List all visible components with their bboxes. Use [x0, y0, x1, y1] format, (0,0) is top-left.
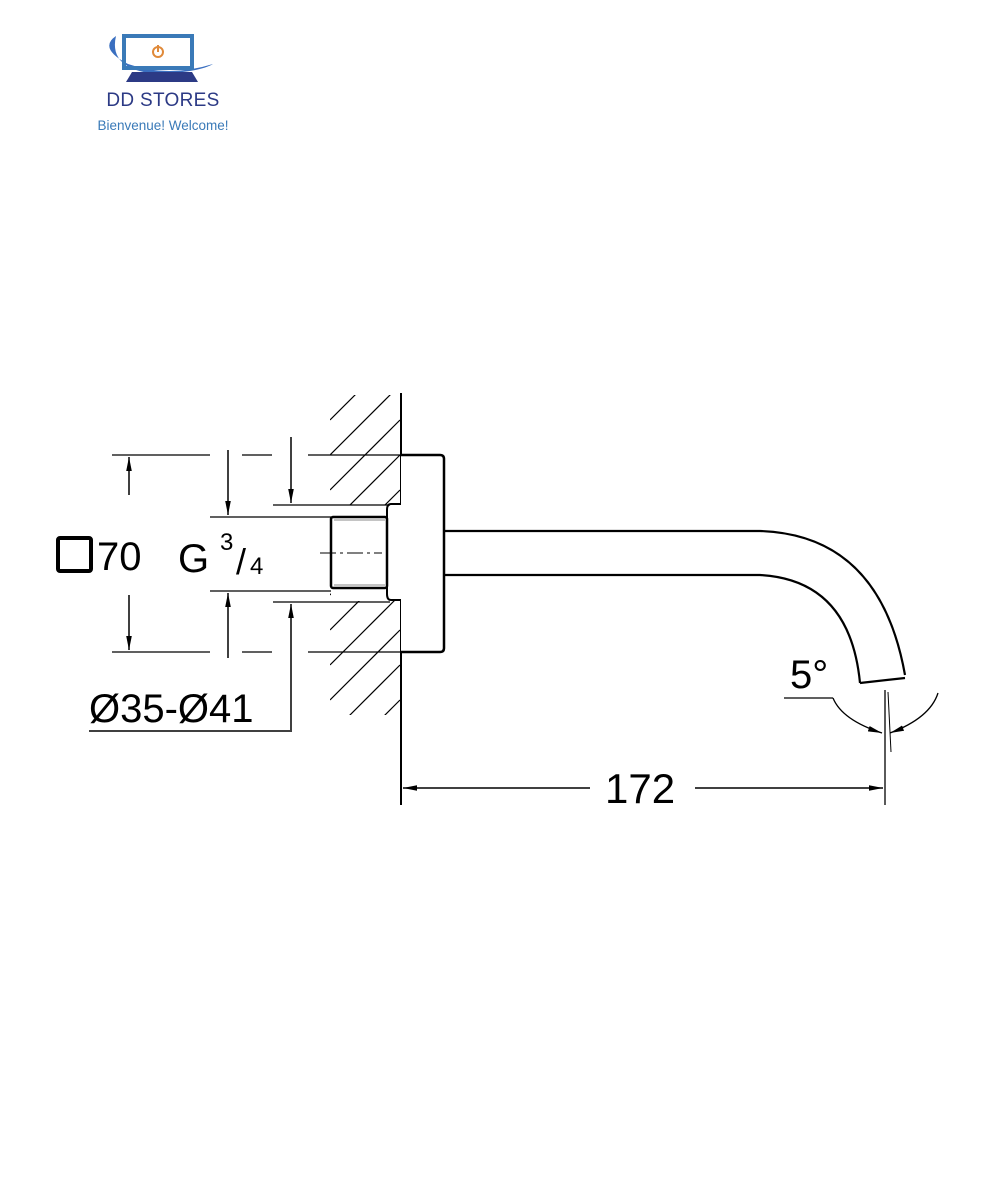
laptop-power-icon — [109, 34, 213, 82]
rosette-size-label: 70 — [97, 535, 142, 579]
thread-denominator: 4 — [250, 553, 263, 580]
square-symbol-icon — [56, 536, 93, 573]
bore-diameter-label: Ø35-Ø41 — [89, 687, 254, 731]
thread-slash: / — [236, 541, 246, 582]
projection-length-label: 172 — [605, 765, 675, 812]
angle-label: 5° — [790, 653, 828, 697]
store-logo: DD STORES Bienvenue! Welcome! — [88, 30, 238, 140]
thread-numerator: 3 — [220, 529, 233, 556]
store-name: DD STORES — [106, 90, 220, 111]
store-tagline: Bienvenue! Welcome! — [97, 118, 229, 133]
thread-prefix-label: G — [178, 537, 209, 581]
